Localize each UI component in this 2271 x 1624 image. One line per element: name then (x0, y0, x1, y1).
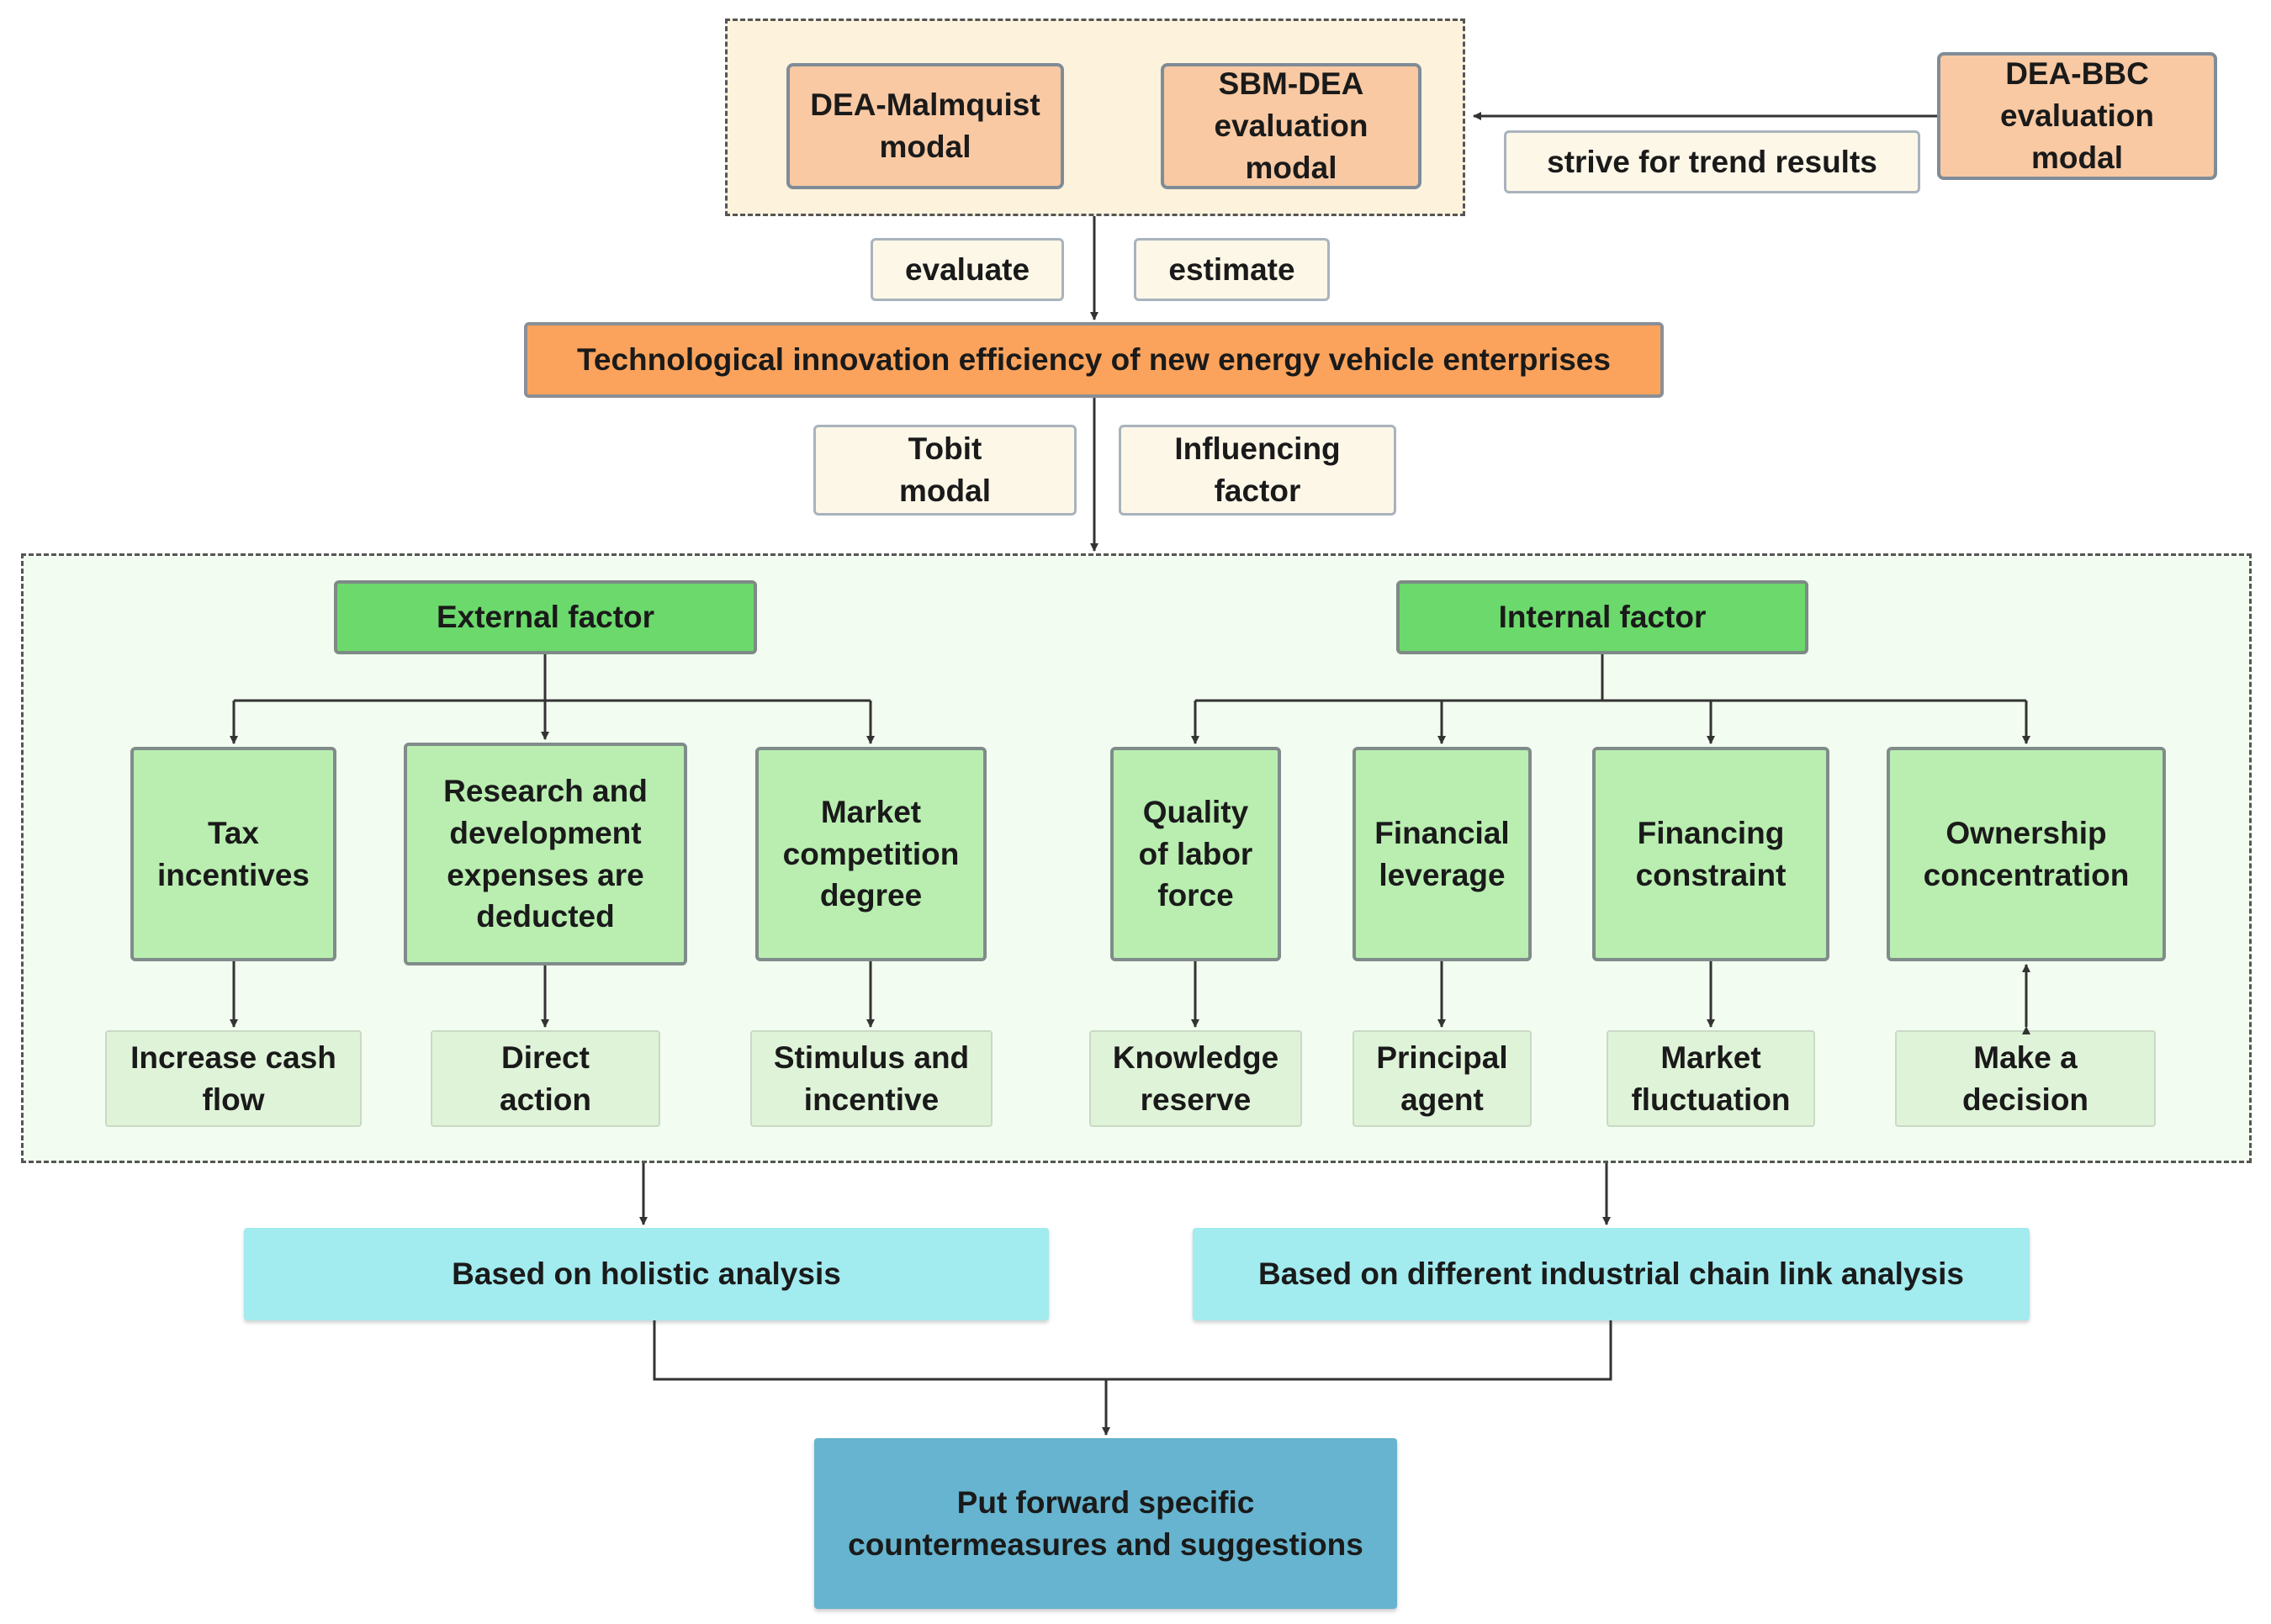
estimate-tag: estimate (1134, 238, 1330, 301)
sbm-dea-model: SBM-DEA evaluation modal (1161, 63, 1421, 189)
internal-factor-header: Internal factor (1396, 580, 1808, 654)
factor-labor-quality: Quality of labor force (1110, 747, 1281, 961)
dea-bbc-model: DEA-BBC evaluation modal (1937, 52, 2217, 180)
analysis-join (653, 1320, 1612, 1381)
effect-stimulus-incentive: Stimulus and incentive (750, 1030, 993, 1127)
factor-ownership-concentration: Ownership concentration (1887, 747, 2166, 961)
factor-financing-constraint: Financing constraint (1592, 747, 1829, 961)
effect-knowledge-reserve: Knowledge reserve (1089, 1030, 1302, 1127)
factor-tax-incentives: Tax incentives (130, 747, 336, 961)
chain-link-analysis-box: Based on different industrial chain link… (1193, 1228, 2030, 1320)
influencing-factor-tag: Influencing factor (1119, 425, 1396, 516)
factor-financial-leverage: Financial leverage (1353, 747, 1532, 961)
effect-market-fluctuation: Market fluctuation (1607, 1030, 1815, 1127)
effect-direct-action: Direct action (431, 1030, 660, 1127)
main-title-box: Technological innovation efficiency of n… (524, 322, 1664, 398)
trend-results-tag: strive for trend results (1504, 130, 1920, 193)
tobit-model-tag: Tobit modal (813, 425, 1077, 516)
countermeasures-box: Put forward specific countermeasures and… (814, 1438, 1397, 1609)
effect-make-decision: Make a decision (1895, 1030, 2156, 1127)
factor-market-competition: Market competition degree (755, 747, 987, 961)
effect-principal-agent: Principal agent (1353, 1030, 1532, 1127)
evaluate-tag: evaluate (871, 238, 1064, 301)
effect-increase-cash-flow: Increase cash flow (105, 1030, 362, 1127)
external-factor-header: External factor (334, 580, 757, 654)
holistic-analysis-box: Based on holistic analysis (244, 1228, 1049, 1320)
dea-malmquist-model: DEA-Malmquist modal (786, 63, 1064, 189)
factor-rd-expenses: Research and development expenses are de… (404, 743, 687, 965)
